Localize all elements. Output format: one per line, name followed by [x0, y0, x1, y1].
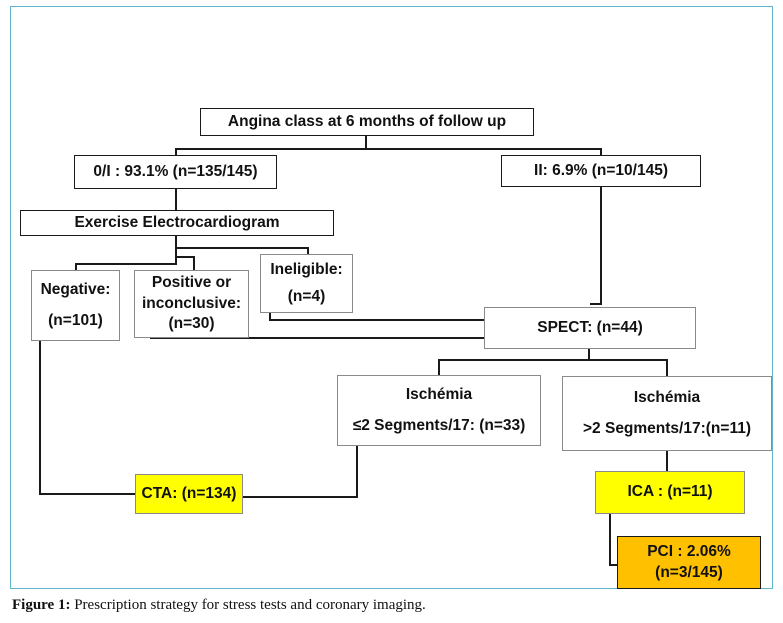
connector-ischemia-low-cta [243, 446, 358, 498]
figure-caption: Figure 1: Prescription strategy for stre… [12, 597, 426, 614]
ischemia-low-detail: ≤2 Segments/17: (n=33) [352, 416, 526, 434]
positive-count: (n=30) [168, 315, 215, 333]
ischemia-high-label: Ischémia [633, 388, 701, 406]
pci-box: PCI : 2.06% (n=3/145) [617, 536, 761, 589]
pci-count: (n=3/145) [655, 563, 723, 581]
ineligible-box: Ineligible: (n=4) [260, 254, 353, 313]
cta-label: CTA: (n=134) [141, 484, 237, 502]
ischemia-high-detail: >2 Segments/17:(n=11) [583, 419, 751, 437]
positive-box: Positive or inconclusive: (n=30) [134, 270, 249, 338]
negative-count: (n=101) [48, 311, 103, 329]
connector-negative-cta [39, 341, 135, 495]
class-0i-box: 0/I : 93.1% (n=135/145) [74, 155, 277, 189]
positive-label-1: Positive or [151, 273, 232, 291]
negative-label: Negative: [40, 280, 111, 298]
ineligible-count: (n=4) [287, 287, 326, 305]
caption-text: Prescription strategy for stress tests a… [70, 597, 426, 613]
connector-ica-pci [609, 514, 617, 566]
exercise-ecg-box: Exercise Electrocardiogram [20, 210, 334, 236]
connector-spect-ischemia-high [589, 359, 668, 376]
cta-box: CTA: (n=134) [135, 474, 243, 514]
ineligible-label: Ineligible: [270, 260, 343, 278]
class-ii-box: II: 6.9% (n=10/145) [501, 155, 701, 187]
negative-box: Negative: (n=101) [31, 270, 120, 341]
connector-ecg-ineligible [175, 236, 309, 254]
spect-label: SPECT: (n=44) [537, 318, 643, 336]
angina-class-box: Angina class at 6 months of follow up [200, 108, 534, 136]
connector-ineligible-spect [269, 313, 484, 321]
connector-class-ii-spect [590, 187, 602, 305]
angina-class-label: Angina class at 6 months of follow up [227, 112, 507, 130]
connector-ecg-positive [175, 236, 195, 270]
ica-box: ICA : (n=11) [595, 471, 745, 514]
pci-label: PCI : 2.06% [647, 542, 731, 560]
connector-angina-class-ii [366, 148, 602, 155]
spect-box: SPECT: (n=44) [484, 307, 696, 349]
ischemia-high-box: Ischémia >2 Segments/17:(n=11) [562, 376, 772, 451]
class-ii-label: II: 6.9% (n=10/145) [534, 161, 668, 179]
ischemia-low-box: Ischémia ≤2 Segments/17: (n=33) [337, 375, 541, 446]
caption-label: Figure 1: [12, 597, 71, 613]
connector-spect-branches [438, 349, 590, 375]
class-0i-label: 0/I : 93.1% (n=135/145) [93, 162, 258, 180]
ischemia-low-label: Ischémia [405, 385, 473, 403]
connector-angina-branches [175, 135, 367, 155]
exercise-ecg-label: Exercise Electrocardiogram [74, 213, 280, 231]
ica-label: ICA : (n=11) [627, 483, 713, 501]
connector-ecg-negative [75, 236, 177, 270]
positive-label-2: inconclusive: [141, 294, 242, 312]
